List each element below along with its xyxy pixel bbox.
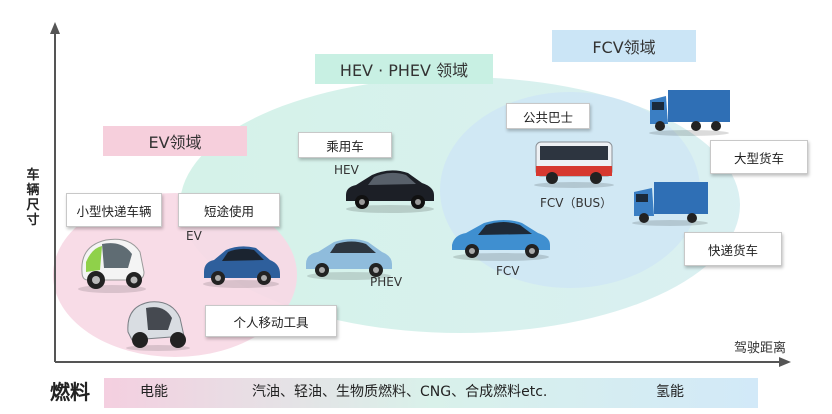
express-truck-box: 快递货车 — [684, 232, 782, 266]
fcv-label: FCV — [496, 264, 520, 278]
ev-hatchback-icon — [203, 246, 280, 288]
phev-car-icon — [306, 239, 392, 280]
large-truck-box: 大型货车 — [710, 140, 808, 174]
x-axis-label: 驾驶距离 — [734, 341, 787, 356]
y-axis-arrow — [50, 22, 60, 34]
hev-label: HEV — [334, 163, 359, 177]
bus-box: 公共巴士 — [506, 103, 590, 129]
ev-label: EV — [186, 229, 202, 243]
fuel-mixed: 汽油、轻油、生物质燃料、CNG、合成燃料etc. — [252, 384, 548, 400]
ev-domain-title: EV领域 — [103, 126, 247, 156]
x-axis-arrow — [779, 357, 791, 367]
short-trip-box: 短途使用 — [178, 193, 280, 227]
hev-phev-domain-title: HEV · PHEV 领域 — [315, 54, 493, 84]
small-express-box: 小型快递车辆 — [66, 193, 162, 227]
fcv-bus-icon — [534, 141, 614, 188]
ev-concept-car-icon — [78, 238, 146, 293]
passenger-car-box: 乘用车 — [298, 132, 392, 158]
fuel-title: 燃料 — [50, 380, 90, 404]
phev-label: PHEV — [370, 275, 403, 289]
personal-mobility-box: 个人移动工具 — [205, 305, 337, 337]
fcv-bus-label: FCV（BUS） — [540, 196, 613, 210]
fcv-domain-title: FCV领域 — [552, 30, 696, 62]
fuel-hydrogen: 氢能 — [656, 384, 684, 400]
express-truck-icon — [632, 182, 708, 226]
fcv-car-icon — [452, 220, 550, 261]
hev-sedan-icon — [346, 170, 434, 213]
fuel-gradient-bar — [104, 378, 758, 408]
personal-mobility-icon — [126, 301, 190, 351]
y-axis-label: 车辆尺寸 — [26, 168, 40, 228]
large-truck-icon — [649, 90, 730, 136]
fuel-electric: 电能 — [140, 384, 168, 400]
